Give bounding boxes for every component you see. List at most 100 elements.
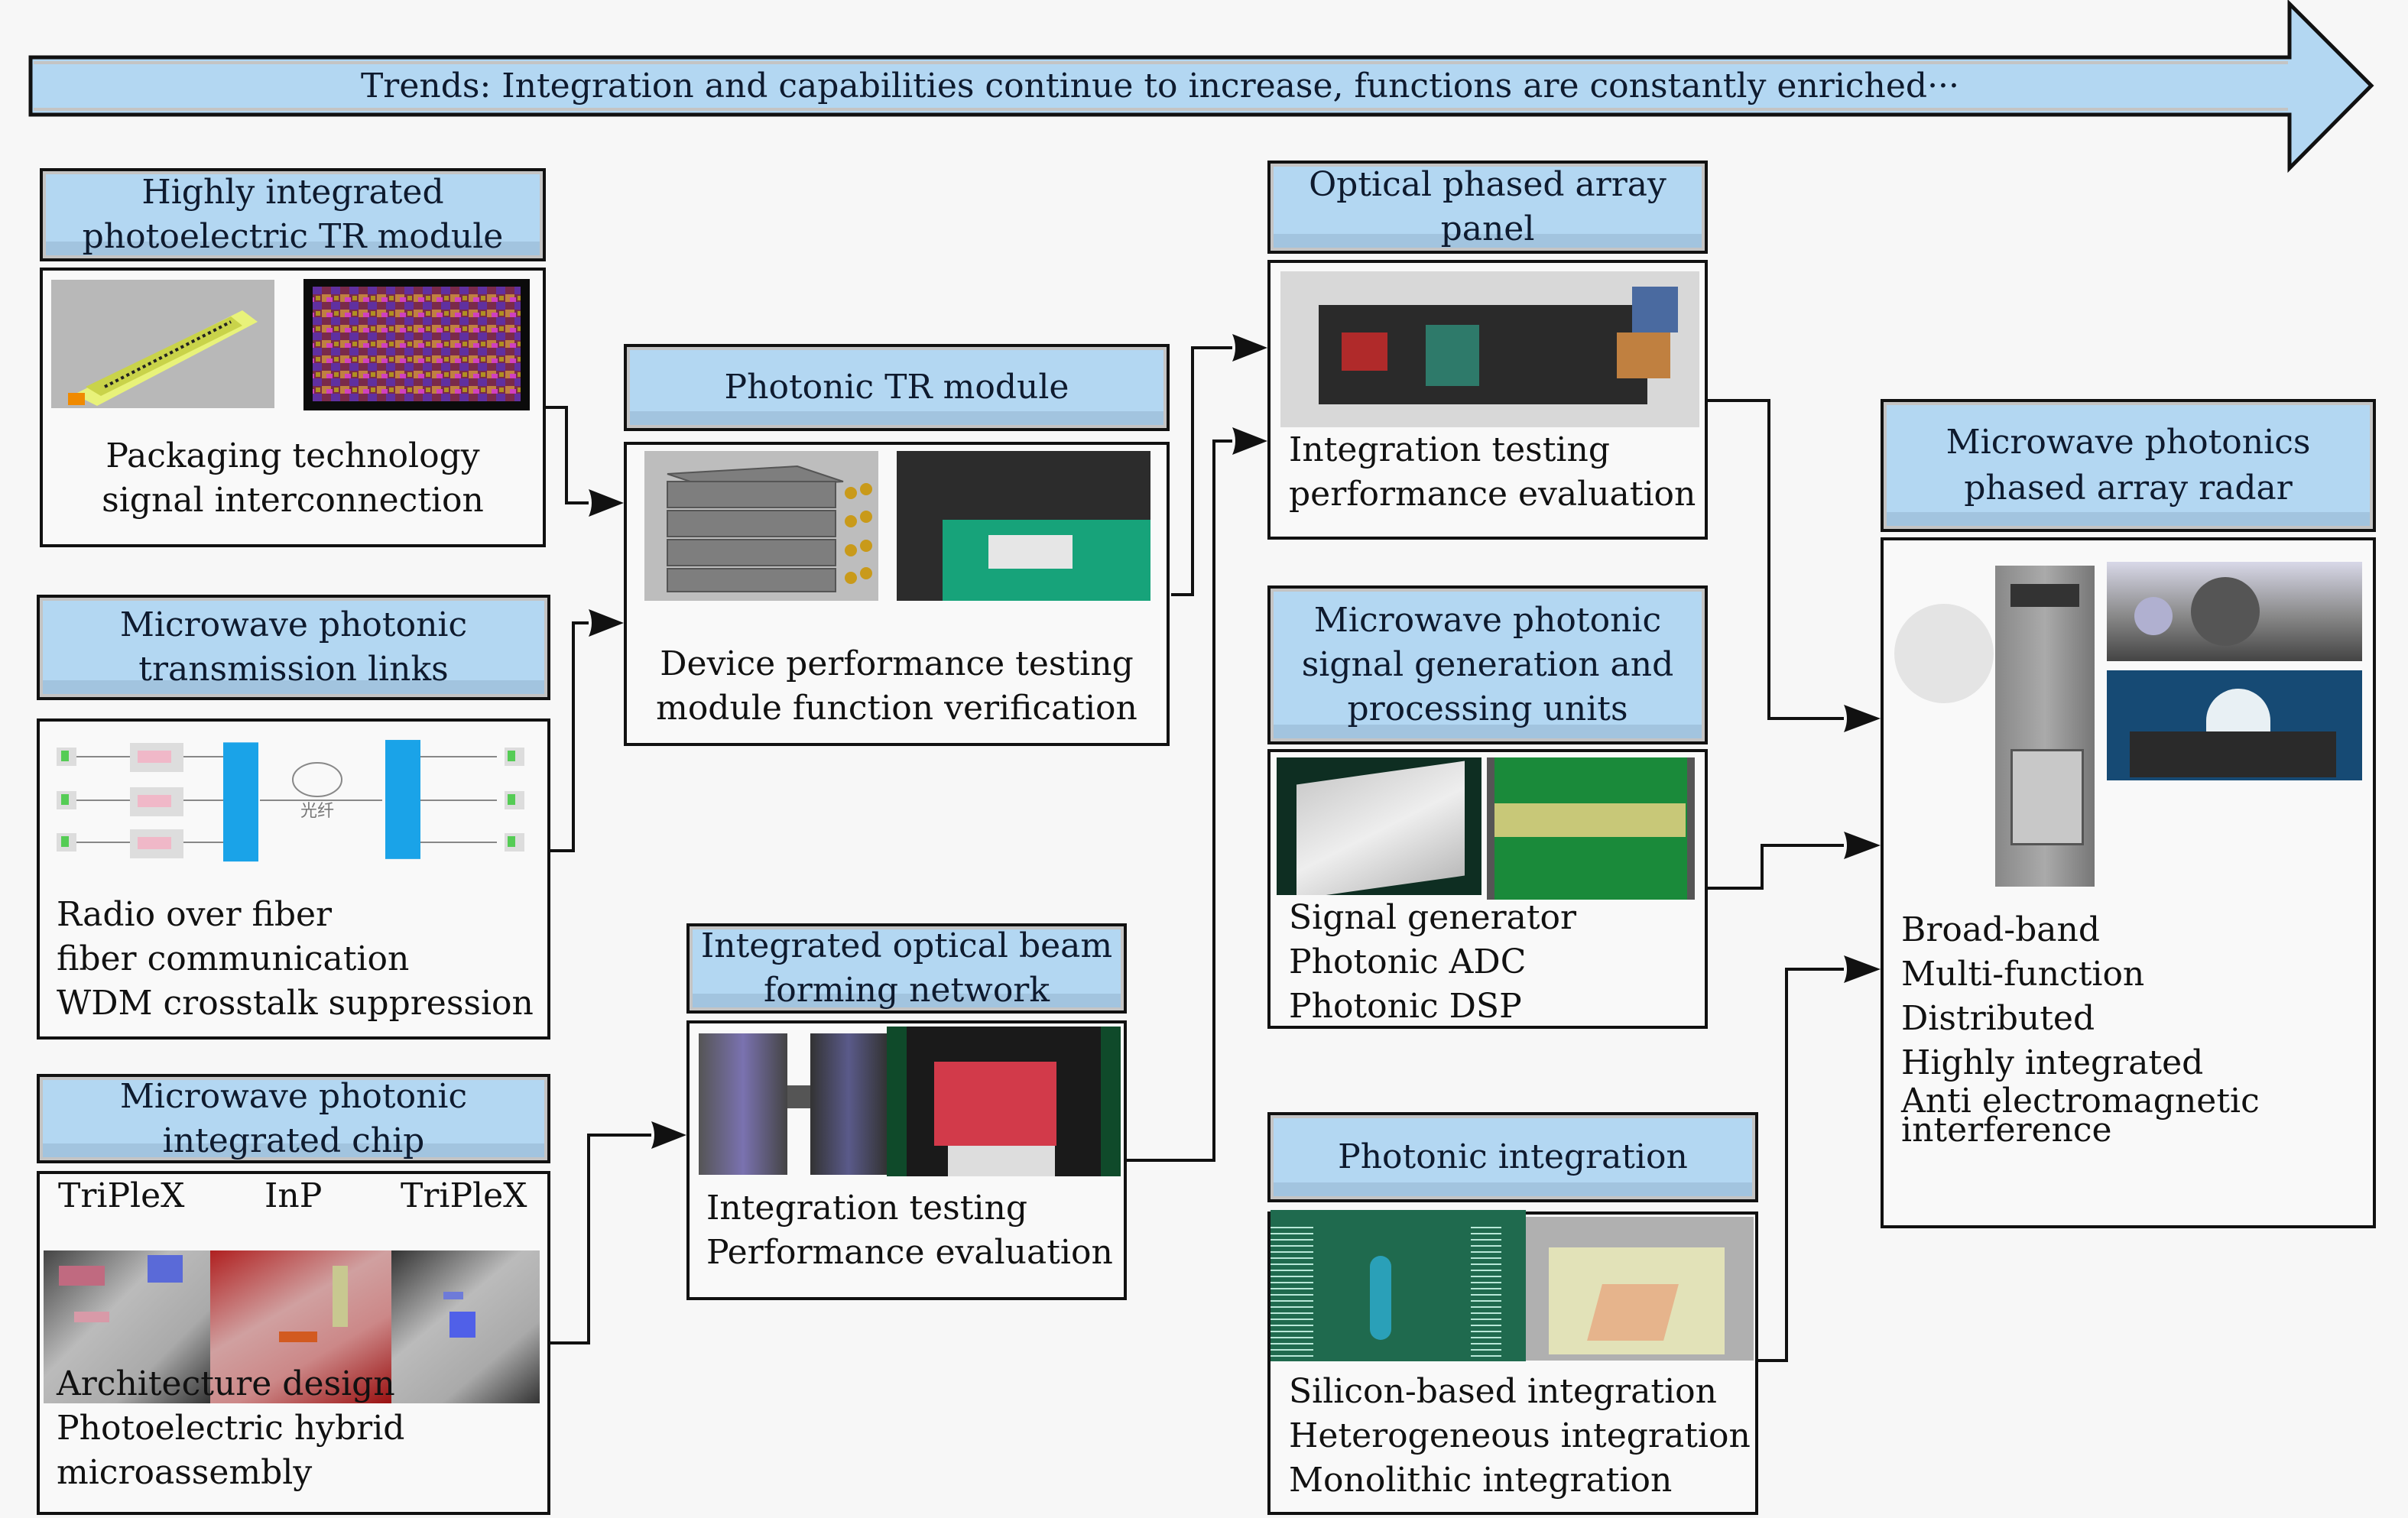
radar-ship-image (2107, 670, 2362, 780)
beam-forming-connector-image (787, 1085, 810, 1108)
chip-label-inp: InP (264, 1176, 323, 1215)
radar-caption: Broad-band Multi-function Distributed Hi… (1901, 908, 2260, 1150)
opa-panel-image (1280, 271, 1699, 427)
caption-line: microassembly (57, 1453, 313, 1492)
arrowhead-icon (1844, 705, 1881, 732)
caption-line: WDM crosstalk suppression (57, 984, 534, 1023)
wdm-link-diagram: 光纤 (57, 740, 524, 862)
photonic-integration-header: Photonic integration (1267, 1112, 1758, 1202)
signal-units-title-line: Microwave photonic (1313, 601, 1662, 640)
caption-line: Performance evaluation (706, 1233, 1113, 1272)
radar-title-line: Microwave photonics (1946, 423, 2311, 462)
chip-layout-image (303, 279, 530, 410)
beam-forming-caption: Integration testing Performance evaluati… (706, 1186, 1113, 1275)
radar-rack-image (1995, 566, 2095, 887)
tr-module-test-image (897, 451, 1150, 601)
caption-line: Integration testing (1289, 430, 1610, 469)
signal-units-title-line: processing units (1347, 689, 1628, 728)
caption-line: Heterogeneous integration (1289, 1416, 1751, 1455)
chip-header: Microwave photonic integrated chip (37, 1074, 550, 1163)
signal-generator-image (1277, 757, 1481, 895)
connector-tr-hi-to-photonic-tr (546, 406, 589, 504)
beam-forming-title-line: Integrated optical beam (700, 926, 1113, 965)
caption-line: Packaging technology (105, 436, 480, 475)
beam-forming-chip-image-1 (699, 1033, 787, 1175)
caption-line: Multi-function (1901, 955, 2145, 994)
caption-line: Photoelectric hybrid (57, 1409, 405, 1448)
links-caption: Radio over fiber fiber communication WDM… (57, 893, 534, 1026)
caption-line: Photonic ADC (1289, 942, 1527, 981)
silicon-photonics-chip-image (1271, 1210, 1526, 1361)
caption-line: Broad-band (1901, 910, 2101, 949)
beam-forming-test-image (887, 1027, 1121, 1176)
photonic-tr-title: Photonic TR module (724, 368, 1069, 407)
caption-line: Highly integrated (1901, 1043, 2204, 1082)
photonic-integration-title: Photonic integration (1338, 1137, 1688, 1176)
chip-label-triplex-2: TriPleX (401, 1176, 527, 1215)
connector-links-to-photonic-tr (550, 621, 589, 852)
connector-beam-forming-to-opa (1127, 440, 1232, 1162)
connector-photonic-tr-to-opa (1171, 346, 1232, 596)
photonic-adc-board-image (1487, 757, 1695, 900)
arrowhead-icon (1844, 832, 1881, 859)
tr-hi-header: Highly integrated photoelectric TR modul… (40, 168, 546, 261)
tr-hi-caption: Packaging technology signal interconnect… (40, 434, 546, 523)
arrowhead-icon (651, 1121, 686, 1149)
photonic-integration-caption: Silicon-based integration Heterogeneous … (1289, 1370, 1751, 1503)
connector-opa-to-radar (1708, 399, 1844, 720)
chip-title-line: integrated chip (162, 1121, 425, 1160)
links-title-line: transmission links (138, 650, 449, 689)
radar-title-line: phased array radar (1964, 469, 2293, 508)
caption-line: performance evaluation (1289, 475, 1696, 514)
heterogeneous-chip-image (1526, 1217, 1754, 1361)
chip-title-line: Microwave photonic (119, 1076, 468, 1116)
chip-label-triplex-1: TriPleX (58, 1176, 185, 1215)
arrowhead-icon (1232, 334, 1267, 362)
beam-forming-header: Integrated optical beam forming network (686, 923, 1127, 1014)
signal-units-caption: Signal generator Photonic ADC Photonic D… (1289, 896, 1576, 1029)
links-header: Microwave photonic transmission links (37, 595, 550, 700)
caption-line: module function verification (656, 689, 1137, 728)
arrowhead-icon (1232, 427, 1267, 455)
opa-title-line: Optical phased array (1309, 165, 1666, 204)
caption-line: interference (1901, 1111, 2112, 1150)
caption-line: signal interconnection (102, 481, 484, 520)
trend-banner-text: Trends: Integration and capabilities con… (360, 66, 1960, 105)
connector-signal-units-to-radar (1708, 844, 1844, 890)
radar-antenna-image (2107, 562, 2362, 661)
fiber-label: 光纤 (300, 802, 334, 821)
chip-image-inp (210, 1250, 391, 1403)
caption-line: Device performance testing (660, 644, 1134, 683)
tr-hi-title-line: Highly integrated (141, 173, 444, 212)
connector-chip-to-beam-forming (550, 1134, 651, 1344)
photonic-tr-header: Photonic TR module (624, 344, 1170, 431)
tr-module-package-image (51, 280, 274, 408)
opa-title-line: panel (1440, 209, 1535, 248)
signal-units-header: Microwave photonic signal generation and… (1267, 585, 1708, 744)
radar-dish-image (1894, 604, 1994, 703)
arrowhead-icon (589, 609, 624, 637)
caption-line: Integration testing (706, 1189, 1027, 1228)
chip-image-triplex-2 (391, 1250, 540, 1403)
radar-header: Microwave photonics phased array radar (1881, 399, 2376, 532)
opa-caption: Integration testing performance evaluati… (1289, 428, 1696, 517)
chip-image-triplex-1 (44, 1250, 210, 1403)
links-body (37, 718, 550, 1040)
caption-line: fiber communication (57, 939, 410, 978)
links-title-line: Microwave photonic (119, 605, 468, 644)
caption-line: Photonic DSP (1289, 987, 1522, 1026)
chip-caption: Architecture design Photoelectric hybrid… (57, 1362, 404, 1495)
caption-line: Architecture design (57, 1364, 395, 1403)
caption-line: Anti electromagnetic (1901, 1082, 2260, 1121)
beam-forming-chip-image-2 (810, 1033, 887, 1175)
arrowhead-icon (1844, 955, 1881, 983)
signal-units-title-line: signal generation and (1301, 645, 1674, 684)
caption-line: Monolithic integration (1289, 1461, 1673, 1500)
photonic-tr-caption: Device performance testing module functi… (624, 642, 1170, 731)
tr-module-stack-image (644, 451, 878, 601)
beam-forming-title-line: forming network (764, 971, 1050, 1010)
trend-arrow (28, 0, 2374, 174)
caption-line: Signal generator (1289, 898, 1577, 937)
opa-header: Optical phased array panel (1267, 161, 1708, 254)
caption-line: Silicon-based integration (1289, 1372, 1718, 1411)
